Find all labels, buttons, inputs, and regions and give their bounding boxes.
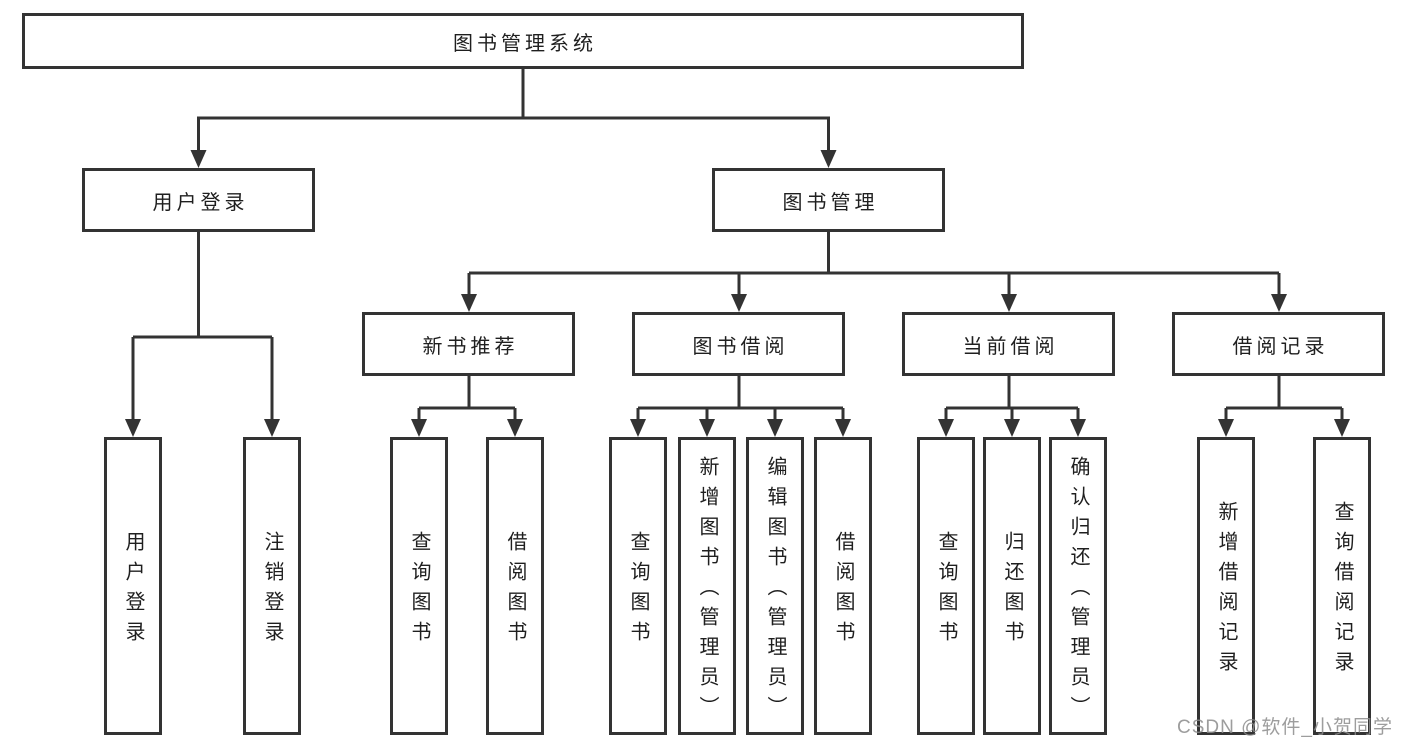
leaf-add-borrow-record: 新增借阅记录 [1197, 437, 1255, 735]
leaf-edit-books-admin-label: 编辑图书（管理员） [764, 456, 786, 726]
leaf-logout: 注销登录 [243, 437, 301, 735]
leaf-return-books-label: 归还图书 [1001, 531, 1023, 651]
leaf-borrow-books-borrow: 借阅图书 [814, 437, 872, 735]
connector-current-borrow-branch [944, 376, 1080, 422]
connector-borrow-record-branch [1224, 376, 1344, 422]
arrowhead-icon [1334, 419, 1350, 437]
leaf-user-login: 用户登录 [104, 437, 162, 735]
arrowhead-icon [1271, 294, 1287, 312]
arrowhead-icon [1004, 419, 1020, 437]
arrowhead-icon [731, 294, 747, 312]
arrowhead-icon [938, 419, 954, 437]
arrowhead-icon [125, 419, 141, 437]
arrowhead-icon [190, 150, 207, 168]
arrowhead-icon [411, 419, 427, 437]
node-user-login: 用户登录 [82, 168, 315, 232]
leaf-query-books-recommend: 查询图书 [390, 437, 448, 735]
arrowhead-icon [767, 419, 783, 437]
node-root-label: 图书管理系统 [453, 32, 597, 55]
leaf-edit-books-admin: 编辑图书（管理员） [746, 437, 804, 735]
connector-paths [131, 69, 1344, 422]
leaf-confirm-return-admin-label: 确认归还（管理员） [1067, 456, 1089, 726]
node-borrow-records: 借阅记录 [1172, 312, 1385, 376]
node-borrow-records-label: 借阅记录 [1232, 335, 1329, 358]
connector-book-mgmt-to-level3 [467, 232, 1281, 296]
node-new-book-recommend: 新书推荐 [362, 312, 575, 376]
node-root: 图书管理系统 [22, 13, 1024, 69]
connector-new-book-branch [417, 376, 517, 422]
arrowhead-icon [699, 419, 715, 437]
leaf-borrow-books-recommend-label: 借阅图书 [504, 531, 526, 651]
node-new-book-recommend-label: 新书推荐 [422, 335, 519, 358]
connector-book-borrow-branch [636, 376, 845, 422]
arrowhead-icon [1218, 419, 1234, 437]
arrowhead-icon [835, 419, 851, 437]
watermark: CSDN @软件_小贺同学 [1177, 717, 1393, 738]
arrowhead-icon [461, 294, 477, 312]
arrowheads [125, 150, 1350, 437]
node-book-management: 图书管理 [712, 168, 945, 232]
leaf-borrow-books-recommend: 借阅图书 [486, 437, 544, 735]
connector-user-login-branch [131, 232, 274, 422]
leaf-query-books-borrow-label: 查询图书 [627, 531, 649, 651]
leaf-query-borrow-record-label: 查询借阅记录 [1331, 501, 1353, 681]
leaf-query-books-current-label: 查询图书 [935, 531, 957, 651]
node-current-borrow-label: 当前借阅 [962, 335, 1059, 358]
arrowhead-icon [820, 150, 837, 168]
arrowhead-icon [1001, 294, 1017, 312]
node-current-borrow: 当前借阅 [902, 312, 1115, 376]
leaf-return-books: 归还图书 [983, 437, 1041, 735]
node-book-borrow: 图书借阅 [632, 312, 845, 376]
node-book-borrow-label: 图书借阅 [692, 335, 789, 358]
arrowhead-icon [264, 419, 280, 437]
leaf-add-books-admin: 新增图书（管理员） [678, 437, 736, 735]
leaf-query-books-current: 查询图书 [917, 437, 975, 735]
leaf-query-borrow-record: 查询借阅记录 [1313, 437, 1371, 735]
node-user-login-label: 用户登录 [152, 191, 249, 214]
leaf-add-borrow-record-label: 新增借阅记录 [1215, 501, 1237, 681]
leaf-query-books-recommend-label: 查询图书 [408, 531, 430, 651]
connector-root-to-level2 [197, 69, 830, 152]
leaf-confirm-return-admin: 确认归还（管理员） [1049, 437, 1107, 735]
node-book-management-label: 图书管理 [782, 191, 879, 214]
arrowhead-icon [630, 419, 646, 437]
arrowhead-icon [1070, 419, 1086, 437]
leaf-borrow-books-borrow-label: 借阅图书 [832, 531, 854, 651]
leaf-logout-label: 注销登录 [261, 531, 283, 651]
arrowhead-icon [507, 419, 523, 437]
leaf-add-books-admin-label: 新增图书（管理员） [696, 456, 718, 726]
leaf-query-books-borrow: 查询图书 [609, 437, 667, 735]
leaf-user-login-label: 用户登录 [122, 531, 144, 651]
